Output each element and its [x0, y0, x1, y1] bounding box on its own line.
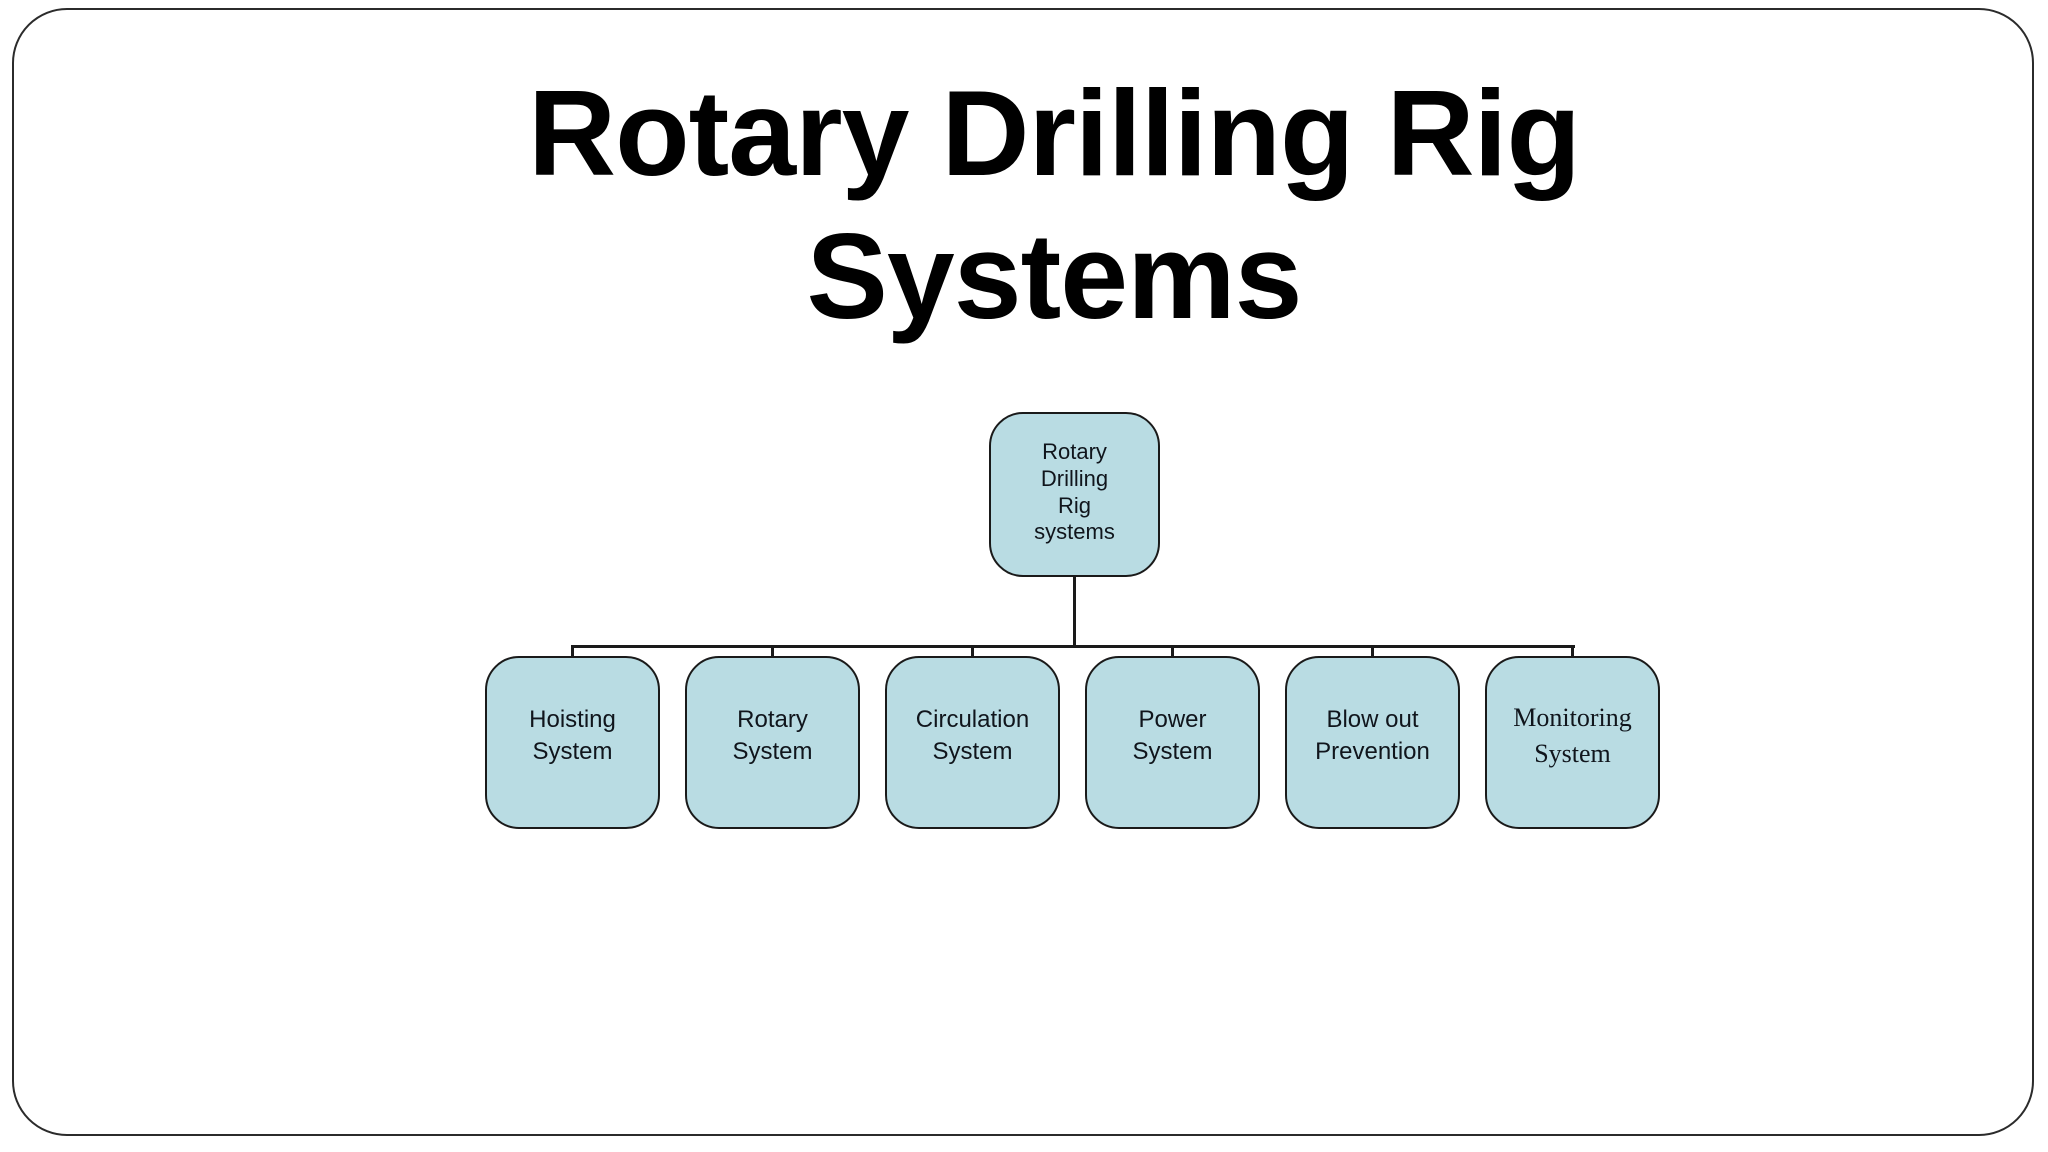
slide-border [12, 8, 2034, 1136]
page-title: Rotary Drilling Rig Systems [30, 62, 2048, 347]
org-node-monitoring-system: Monitoring System [1485, 656, 1660, 829]
page-title-line1: Rotary Drilling Rig [528, 65, 1581, 201]
org-node-hoisting-system: Hoisting System [485, 656, 660, 829]
org-node-monitoring-system-label: Monitoring System [1513, 703, 1632, 768]
connector-bus-line [571, 645, 1575, 648]
org-node-rotary-system-label: Rotary System [732, 706, 813, 765]
connector-drop-hoisting [571, 645, 574, 658]
org-node-hoisting-system-label: Hoisting System [529, 706, 616, 765]
org-node-power-system: Power System [1085, 656, 1260, 829]
org-node-root-label: Rotary Drilling Rig systems [1034, 438, 1115, 545]
connector-drop-blowout [1371, 645, 1374, 658]
org-node-blow-out-prevention: Blow out Prevention [1285, 656, 1460, 829]
connector-drop-power [1171, 645, 1174, 658]
connector-drop-circulation [971, 645, 974, 658]
org-node-power-system-label: Power System [1132, 706, 1213, 765]
org-node-root: Rotary Drilling Rig systems [989, 412, 1160, 577]
connector-root-stem [1073, 577, 1076, 646]
connector-drop-monitoring [1571, 645, 1574, 658]
connector-drop-rotary [771, 645, 774, 658]
org-node-blow-out-prevention-label: Blow out Prevention [1315, 706, 1430, 765]
org-node-circulation-system-label: Circulation System [915, 706, 1030, 765]
org-node-circulation-system: Circulation System [885, 656, 1060, 829]
page-title-line2: Systems [806, 207, 1303, 344]
org-node-rotary-system: Rotary System [685, 656, 860, 829]
